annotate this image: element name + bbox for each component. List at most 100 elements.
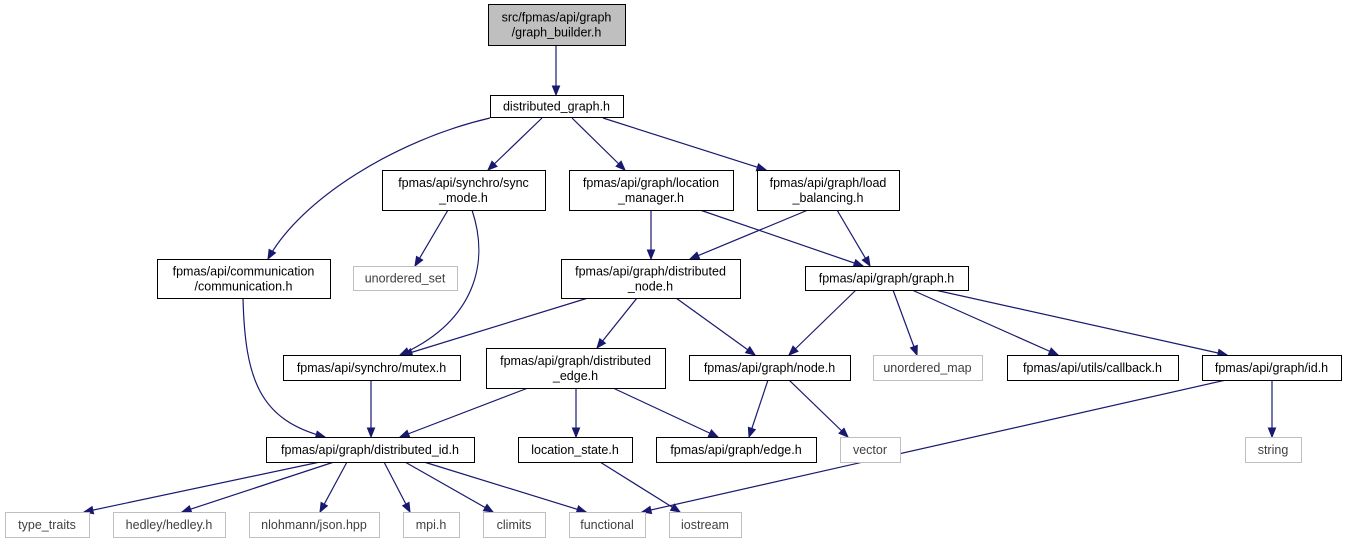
- node-box: [486, 348, 666, 389]
- node-location-manager[interactable]: fpmas/api/graph/location_manager.h: [569, 170, 734, 211]
- edge-distributed_edge-to-location_state: [571, 388, 581, 439]
- edge-node-to-vector: [788, 379, 849, 438]
- node-string: string: [1245, 437, 1302, 463]
- node-box: [689, 355, 851, 381]
- node-mpi: mpi.h: [403, 512, 460, 538]
- edge-line: [836, 209, 871, 267]
- node-label: vector: [853, 443, 887, 457]
- edge-graph-to-callback: [911, 289, 1060, 356]
- node-box: [805, 266, 969, 291]
- edge-line: [319, 461, 348, 513]
- edge-distributed_node-to-node: [675, 297, 757, 356]
- edge-line: [599, 461, 681, 513]
- edge-line: [934, 289, 1228, 356]
- edge-line: [748, 379, 769, 438]
- node-box: [840, 437, 901, 463]
- node-callback[interactable]: fpmas/api/utils/callback.h: [1007, 355, 1179, 381]
- edge-sync_mode-to-unordered_set: [414, 209, 449, 268]
- node-iostream: iostream: [669, 512, 742, 538]
- node-climits: climits: [483, 512, 546, 538]
- edge-distributed_graph-to-location_manager: [571, 117, 626, 171]
- arrow-head-icon: [1047, 347, 1060, 356]
- node-unordered-set: unordered_set: [353, 266, 458, 291]
- node-label: unordered_set: [365, 272, 446, 286]
- arrow-head-icon: [571, 427, 581, 439]
- edge-id-to-functional: [640, 379, 1227, 515]
- node-label: distributed_graph.h: [503, 100, 610, 114]
- node-communication[interactable]: fpmas/api/communication/communication.h: [157, 259, 331, 299]
- node-distributed-id[interactable]: fpmas/api/graph/distributed_id.h: [266, 437, 475, 463]
- node-box: [1202, 355, 1342, 381]
- edge-line: [487, 117, 543, 171]
- edge-line: [399, 209, 480, 356]
- arrow-head-icon: [366, 427, 376, 439]
- node-distributed-edge[interactable]: fpmas/api/graph/distributed_edge.h: [486, 348, 666, 389]
- edge-graph-to-id: [934, 289, 1229, 358]
- edge-load_balancing-to-distributed_node: [688, 209, 809, 260]
- node-box: [353, 266, 458, 291]
- arrow-head-icon: [744, 345, 757, 356]
- node-distributed-node[interactable]: fpmas/api/graph/distributed_node.h: [561, 259, 741, 299]
- node-load-balancing[interactable]: fpmas/api/graph/load_balancing.h: [757, 170, 900, 211]
- edge-line: [404, 461, 494, 513]
- arrow-head-icon: [688, 251, 701, 260]
- node-label: iostream: [681, 518, 729, 532]
- node-box: [5, 512, 90, 538]
- node-node[interactable]: fpmas/api/graph/node.h: [689, 355, 851, 381]
- node-distributed-graph[interactable]: distributed_graph.h: [490, 95, 624, 118]
- node-box: [490, 95, 624, 118]
- arrow-head-icon: [755, 162, 768, 172]
- node-root[interactable]: src/fpmas/api/graph/graph_builder.h: [488, 4, 626, 46]
- node-label: src/fpmas/api/graph: [502, 11, 612, 25]
- edge-distributed_edge-to-edge: [612, 387, 720, 438]
- node-label: hedley/hedley.h: [126, 518, 213, 532]
- node-label: functional: [580, 518, 634, 532]
- edge-line: [267, 117, 491, 260]
- arrow-head-icon: [838, 427, 849, 438]
- edge-line: [675, 297, 756, 356]
- edge-line: [892, 289, 918, 356]
- node-label: unordered_map: [883, 361, 971, 375]
- edge-distributed_graph-to-communication: [267, 117, 491, 261]
- edge-line: [83, 461, 321, 513]
- edge-distributed_id-to-functional: [423, 461, 588, 514]
- edge-distributed_id-to-hedley: [180, 461, 335, 514]
- node-mutex[interactable]: fpmas/api/synchro/mutex.h: [283, 355, 461, 381]
- node-box: [569, 170, 734, 211]
- node-location-state[interactable]: location_state.h: [518, 437, 633, 463]
- edge-distributed_edge-to-distributed_id: [398, 387, 529, 438]
- node-label: fpmas/api/synchro/sync: [398, 176, 529, 190]
- edge-line: [788, 379, 849, 438]
- arrow-head-icon: [669, 503, 682, 513]
- node-label: fpmas/api/graph/load: [770, 176, 887, 190]
- node-label: /communication.h: [195, 280, 293, 294]
- node-id[interactable]: fpmas/api/graph/id.h: [1202, 355, 1342, 381]
- node-sync-mode[interactable]: fpmas/api/synchro/sync_mode.h: [382, 170, 546, 211]
- node-label: _edge.h: [552, 369, 598, 383]
- node-label: fpmas/api/graph/distributed: [575, 265, 726, 279]
- node-edge[interactable]: fpmas/api/graph/edge.h: [656, 437, 817, 463]
- edge-line: [596, 297, 638, 349]
- edge-graph-to-node: [788, 289, 857, 356]
- edge-line: [423, 461, 587, 513]
- node-label: /graph_builder.h: [512, 26, 602, 40]
- node-json: nlohmann/json.hpp: [249, 512, 380, 538]
- edge-line: [689, 209, 809, 260]
- node-label: nlohmann/json.hpp: [261, 518, 367, 532]
- edge-graph-to-unordered_map: [892, 289, 918, 357]
- arrow-head-icon: [180, 504, 193, 514]
- node-label: string: [1258, 443, 1289, 457]
- node-graph[interactable]: fpmas/api/graph/graph.h: [805, 266, 969, 291]
- edge-mutex-to-distributed_id: [366, 380, 376, 439]
- arrow-head-icon: [646, 249, 656, 261]
- edge-line: [571, 117, 626, 171]
- edge-location_state-to-iostream: [599, 461, 682, 513]
- edge-line: [612, 387, 719, 438]
- edge-load_balancing-to-graph: [836, 209, 871, 268]
- edge-line: [399, 387, 529, 438]
- node-type-traits: type_traits: [5, 512, 90, 538]
- node-box: [157, 259, 331, 299]
- nodes-layer: src/fpmas/api/graph/graph_builder.hdistr…: [5, 4, 1342, 538]
- node-box: [518, 437, 633, 463]
- arrow-head-icon: [267, 248, 277, 261]
